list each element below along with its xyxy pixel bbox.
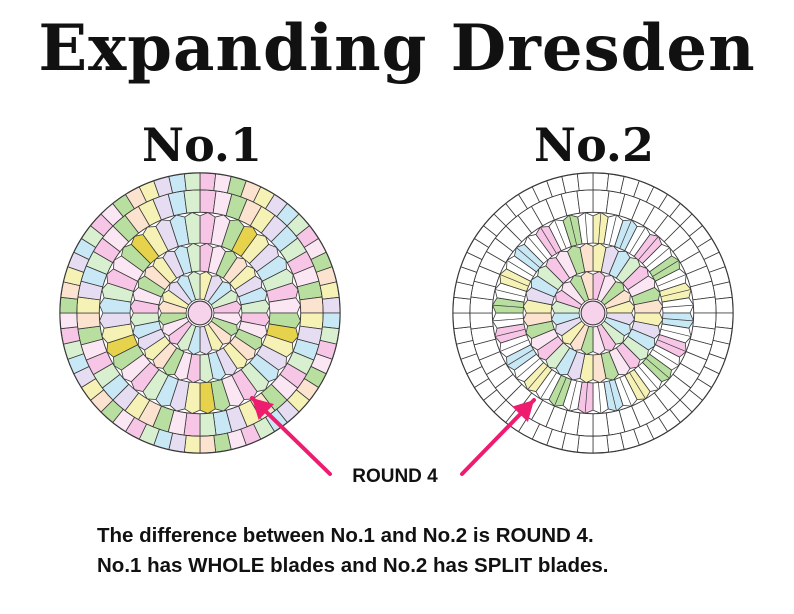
caption-line-1: The difference between No.1 and No.2 is … bbox=[97, 524, 594, 547]
arrow-to-no2-round4 bbox=[460, 398, 536, 476]
round-4-label: ROUND 4 bbox=[352, 466, 438, 487]
dresden-quilt-no2 bbox=[452, 172, 734, 454]
page-title: Expanding Dresden bbox=[38, 11, 756, 86]
arrow-to-no1-round4 bbox=[250, 396, 332, 476]
panel-label-no2: No.2 bbox=[534, 118, 654, 172]
panel-label-no1: No.1 bbox=[142, 118, 262, 172]
annotation-arrows bbox=[250, 396, 536, 476]
caption-line-2: No.1 has WHOLE blades and No.2 has SPLIT… bbox=[97, 554, 609, 577]
dresden-quilt-no1 bbox=[59, 172, 341, 454]
